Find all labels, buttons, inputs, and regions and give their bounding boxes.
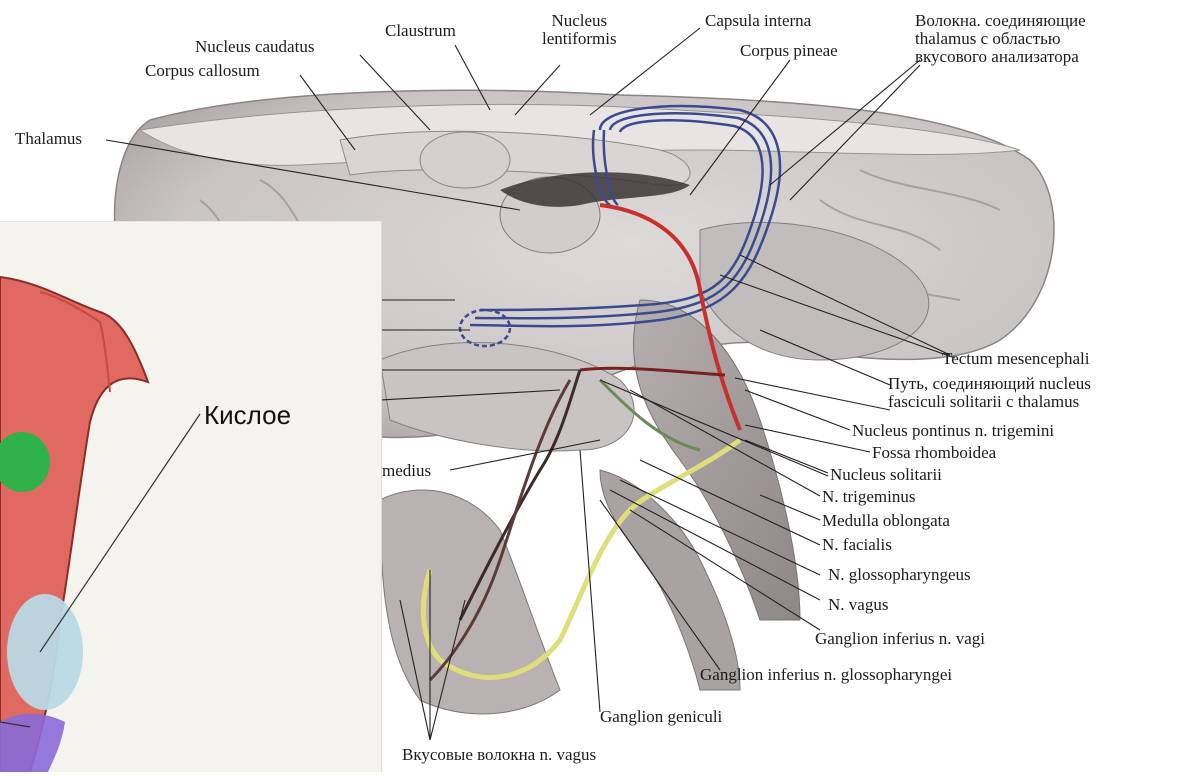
label-n-glosso: N. glossopharyngeus (828, 566, 971, 584)
label-path-solitarii: Путь, соединяющий nucleus fasciculi soli… (888, 375, 1091, 411)
label-medius: medius (382, 462, 431, 480)
label-thalamus: Thalamus (15, 130, 82, 148)
tongue-inset-panel: Кислое (0, 221, 382, 772)
label-n-facialis: N. facialis (822, 536, 892, 554)
label-kisloe: Кислое (204, 400, 291, 431)
label-n-trigeminus: N. trigeminus (822, 488, 916, 506)
label-corpus-pineae: Corpus pineae (740, 42, 838, 60)
label-nucleus-pontinus: Nucleus pontinus n. trigemini (852, 422, 1054, 440)
label-fibers-thalamus: Волокна. соединяющие thalamus с областью… (915, 12, 1086, 66)
label-nucleus-caudatus: Nucleus caudatus (195, 38, 314, 56)
tongue-illustration (0, 222, 381, 772)
label-ganglion-geniculi: Ganglion geniculi (600, 708, 722, 726)
caudatus-shape (420, 132, 510, 188)
label-nucleus-lentiformis: Nucleus lentiformis (542, 12, 617, 48)
label-medulla: Medulla oblongata (822, 512, 950, 530)
label-corpus-callosum: Corpus callosum (145, 62, 260, 80)
label-n-vagus: N. vagus (828, 596, 888, 614)
label-capsula-interna: Capsula interna (705, 12, 811, 30)
taste-zone-bitter (0, 714, 65, 772)
label-fossa-rhomboidea: Fossa rhomboidea (872, 444, 996, 462)
label-nucleus-solitarii: Nucleus solitarii (830, 466, 942, 484)
label-ganglion-vagi: Ganglion inferius n. vagi (815, 630, 985, 648)
taste-zone-sour (7, 594, 83, 710)
label-ganglion-glosso: Ganglion inferius n. glossopharyngei (700, 666, 952, 684)
label-claustrum: Claustrum (385, 22, 456, 40)
label-vkusovye: Вкусовые волокна n. vagus (402, 746, 596, 764)
label-tectum: Tectum mesencephali (942, 350, 1090, 368)
